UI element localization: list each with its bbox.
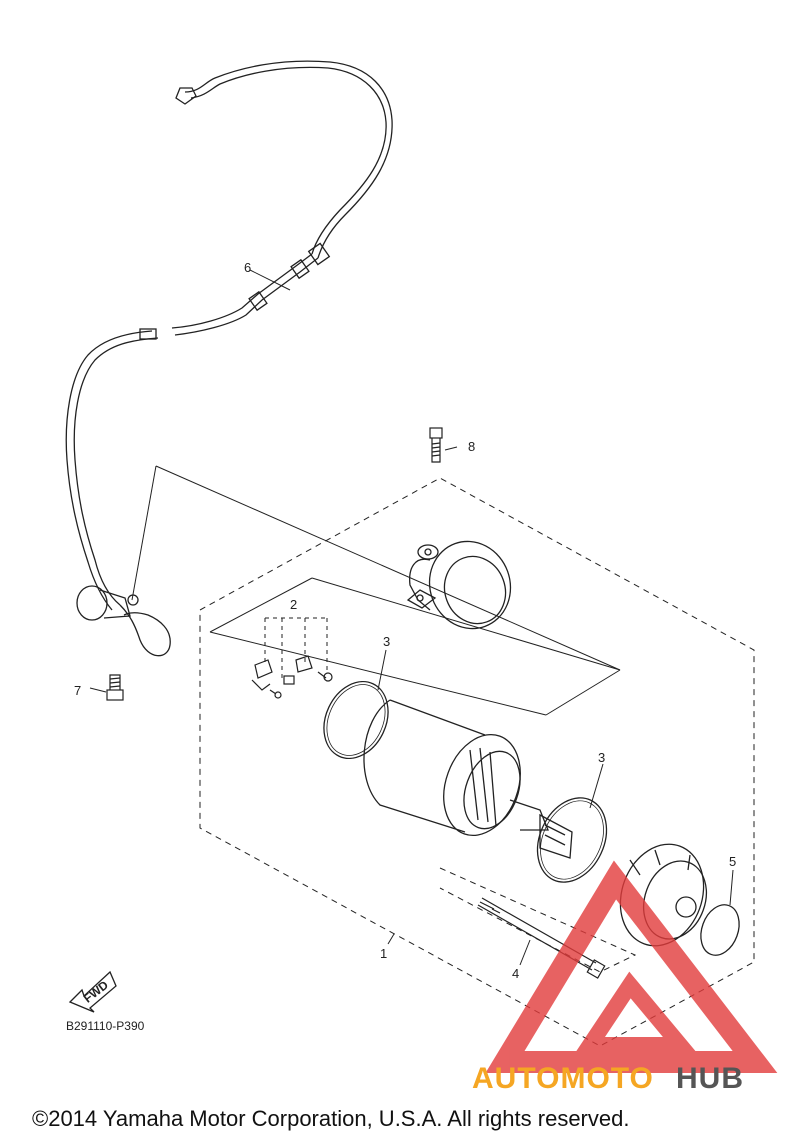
callout-4: 4 [512, 966, 519, 981]
callout-5: 5 [729, 854, 736, 869]
diagram-code: B291110-P390 [66, 1019, 145, 1033]
callout-leaders [89, 269, 734, 966]
brush-bracket [264, 617, 328, 680]
copyright-text: ©2014 Yamaha Motor Corporation, U.S.A. A… [32, 1106, 629, 1131]
o-ring-5 [700, 904, 740, 956]
callout-1: 1 [380, 946, 387, 961]
watermark-text-2: HUB [676, 1062, 744, 1095]
bolt-8 [429, 427, 443, 463]
fwd-label: FWD [81, 978, 111, 1006]
watermark-logo-icon [485, 860, 778, 1073]
o-ring-3-left [323, 680, 389, 760]
o-ring-3-right [536, 797, 608, 883]
watermark-text-1: AUTOMOTO [472, 1062, 654, 1095]
starter-cable [65, 60, 393, 657]
o-ring-3-right-inner [540, 800, 604, 880]
assembly-outline [199, 477, 755, 1047]
callout-2: 2 [290, 597, 297, 612]
callout-3-right: 3 [598, 750, 605, 765]
bolt-7 [106, 674, 124, 701]
o-ring-3-left-inner [326, 684, 386, 756]
brush-parts [251, 655, 333, 699]
fwd-arrow-icon [68, 970, 117, 1013]
motor-yoke [363, 699, 573, 859]
reference-lines [131, 465, 621, 716]
front-cover [406, 540, 512, 630]
callout-7: 7 [74, 683, 81, 698]
callout-8: 8 [468, 439, 475, 454]
callout-6: 6 [244, 260, 251, 275]
callout-3-left: 3 [383, 634, 390, 649]
